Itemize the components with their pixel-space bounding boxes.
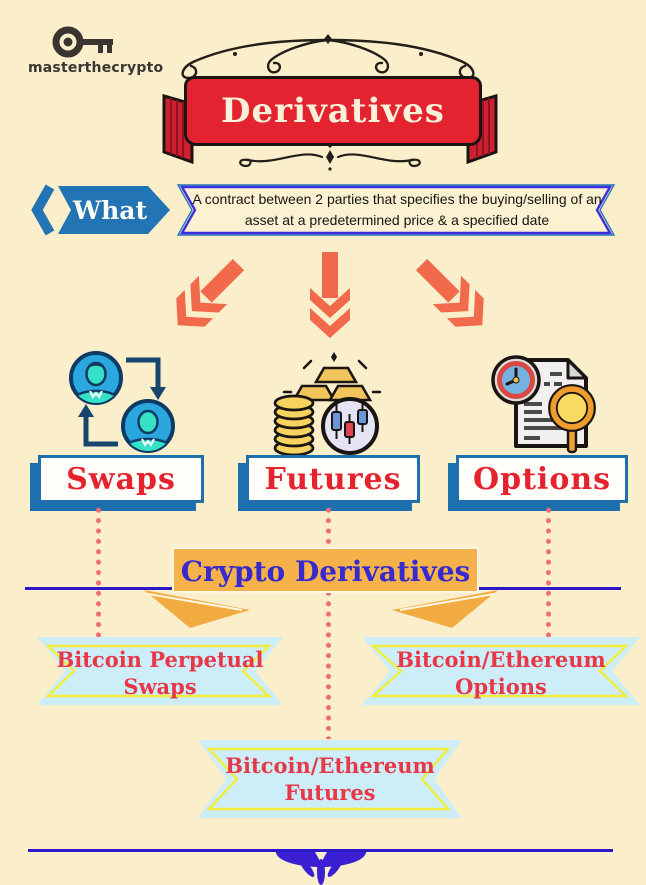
bitcoin-ethereum-options-banner xyxy=(362,637,640,705)
bitcoin-ethereum-futures-text: Bitcoin/Ethereum Futures xyxy=(198,752,462,806)
product-line: Swaps xyxy=(123,674,197,699)
swaps-label-box: Swaps xyxy=(38,455,204,503)
flourish-ornament-icon xyxy=(181,34,475,80)
page-title: Derivatives xyxy=(221,91,445,131)
crypto-ribbon-shape xyxy=(144,547,498,628)
definition-line-2: of an asset at a predetermined price & a… xyxy=(244,191,602,228)
product-line: Futures xyxy=(284,780,376,805)
people-swap-icon xyxy=(69,351,175,453)
title-banner: Derivatives xyxy=(184,76,482,146)
futures-label: Futures xyxy=(264,461,402,497)
what-label: What xyxy=(73,195,147,225)
definition-text: A contract between 2 parties that specif… xyxy=(190,189,604,231)
bitcoin-ethereum-options-text: Bitcoin/Ethereum Options xyxy=(362,646,640,700)
options-label-box: Options xyxy=(456,455,628,503)
product-line: Bitcoin/Ethereum xyxy=(225,753,435,778)
down-arrow-icon xyxy=(415,258,484,327)
bottom-divider-line xyxy=(28,849,613,852)
logo-text: masterthecrypto xyxy=(28,60,164,76)
what-arrow-shape xyxy=(31,184,170,236)
options-label: Options xyxy=(472,461,612,497)
bitcoin-perpetual-swaps-banner xyxy=(37,637,283,705)
key-icon xyxy=(52,26,113,58)
product-line: Bitcoin Perpetual xyxy=(56,647,264,672)
definition-banner-shape xyxy=(176,184,616,236)
swaps-label: Swaps xyxy=(66,461,176,497)
futures-dotted-connector xyxy=(326,505,331,739)
swaps-dotted-connector xyxy=(96,505,101,637)
crypto-derivatives-title: Crypto Derivatives xyxy=(180,554,471,588)
bitcoin-ethereum-futures-banner xyxy=(198,740,462,818)
product-line: Bitcoin/Ethereum xyxy=(396,647,606,672)
futures-label-box: Futures xyxy=(246,455,420,503)
down-arrow-icon xyxy=(176,258,245,327)
bitcoin-perpetual-swaps-text: Bitcoin Perpetual Swaps xyxy=(37,646,283,700)
document-clock-magnifier-icon xyxy=(491,355,596,454)
options-dotted-connector xyxy=(546,505,551,637)
down-arrow-icon xyxy=(310,252,350,338)
definition-line-1: A contract between 2 parties that specif… xyxy=(192,191,567,207)
divider-flourish-icon xyxy=(239,144,421,171)
product-line: Options xyxy=(455,674,547,699)
gold-bars-coins-chart-icon xyxy=(273,352,382,457)
fan-ornament-icon xyxy=(276,852,366,885)
